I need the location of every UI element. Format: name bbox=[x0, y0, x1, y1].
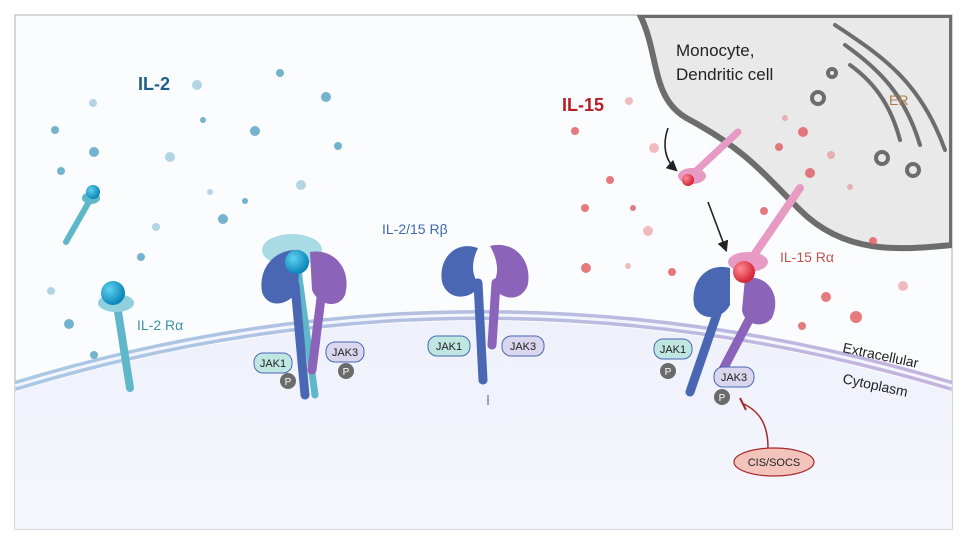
svg-text:JAK1: JAK1 bbox=[436, 341, 462, 353]
jak3-il2-complex: JAK3 P bbox=[325, 341, 365, 379]
il15-dot bbox=[798, 127, 808, 137]
arrow-transpresentation bbox=[707, 201, 729, 253]
il2-dot bbox=[192, 80, 202, 90]
il2-dot bbox=[242, 198, 248, 204]
il15-dot bbox=[898, 281, 908, 291]
il2-15-receptor-beta-gamma bbox=[441, 244, 529, 405]
il2-receptor-complex bbox=[261, 234, 347, 400]
jak1-il2-complex: JAK1 P bbox=[253, 352, 296, 389]
il15-dot bbox=[606, 176, 614, 184]
svg-text:JAK3: JAK3 bbox=[721, 372, 747, 384]
il2-dot bbox=[89, 99, 97, 107]
il2-receptor-alpha bbox=[98, 281, 134, 392]
inhibition-bar bbox=[739, 397, 747, 411]
il2-dot bbox=[57, 167, 65, 175]
svg-text:JAK3: JAK3 bbox=[332, 347, 358, 359]
il15-dot bbox=[581, 263, 591, 273]
il2-dot bbox=[90, 351, 98, 359]
il15-dot bbox=[798, 322, 806, 330]
il2-dot bbox=[296, 180, 306, 190]
il15-dot bbox=[775, 143, 783, 151]
il15-cytokine-dots bbox=[571, 97, 908, 330]
il15-dot bbox=[649, 143, 659, 153]
il15-dot bbox=[782, 115, 788, 121]
monocyte-label-line2: Dendritic cell bbox=[676, 65, 773, 84]
il2-dot bbox=[89, 147, 99, 157]
il15-dot bbox=[869, 237, 877, 245]
il15-dot bbox=[668, 268, 676, 276]
il2-dot bbox=[276, 69, 284, 77]
il15-receptor-alpha-dc bbox=[678, 128, 742, 186]
jak3-unbound: JAK3 bbox=[501, 335, 545, 357]
il15-dot bbox=[805, 168, 815, 178]
svg-text:JAK3: JAK3 bbox=[510, 341, 536, 353]
il2-dot bbox=[218, 214, 228, 224]
il15-dot bbox=[643, 226, 653, 236]
il2-dot bbox=[51, 126, 59, 134]
svg-text:P: P bbox=[285, 377, 292, 388]
svg-text:P: P bbox=[665, 367, 672, 378]
il2-dot bbox=[47, 287, 55, 295]
il15-dot bbox=[827, 151, 835, 159]
il2-title: IL-2 bbox=[138, 74, 170, 94]
il15-dot bbox=[625, 97, 633, 105]
svg-text:P: P bbox=[719, 393, 726, 404]
il15-dot bbox=[571, 127, 579, 135]
il2-dot bbox=[64, 319, 74, 329]
il15-dot bbox=[847, 184, 853, 190]
il2-dot bbox=[165, 152, 175, 162]
il2-dot bbox=[137, 253, 145, 261]
il15-dot bbox=[850, 311, 862, 323]
il2-dot bbox=[152, 223, 160, 231]
il2-dot bbox=[321, 92, 331, 102]
il15-dot bbox=[581, 204, 589, 212]
inhibition-line bbox=[743, 403, 769, 449]
il15-dot bbox=[630, 205, 636, 211]
dendritic-cell-body bbox=[636, 15, 952, 252]
il15-dot bbox=[625, 263, 631, 269]
il2-dot bbox=[207, 189, 213, 195]
monocyte-label-line1: Monocyte, bbox=[676, 41, 754, 60]
er-label: ER bbox=[889, 92, 908, 108]
cis-socs-badge bbox=[733, 447, 815, 477]
il2-ra-label: IL-2 Rα bbox=[137, 317, 183, 333]
il15-receptor-complex bbox=[685, 184, 804, 397]
il2-receptor-alpha-free bbox=[63, 185, 100, 245]
il15-ra-label: IL-15 Rα bbox=[780, 249, 834, 265]
arrow-monocyte-to-il15ra bbox=[664, 127, 678, 172]
jak1-il15-complex: JAK1 P bbox=[653, 338, 693, 379]
il2-15-rb-label: IL-2/15 Rβ bbox=[382, 221, 448, 237]
il15-title: IL-15 bbox=[562, 95, 604, 115]
cis-socs-label: CIS/SOCS bbox=[748, 457, 801, 469]
svg-text:JAK1: JAK1 bbox=[660, 344, 686, 356]
svg-text:JAK1: JAK1 bbox=[260, 358, 286, 370]
il2-dot bbox=[250, 126, 260, 136]
svg-text:P: P bbox=[343, 367, 350, 378]
il15-dot bbox=[821, 292, 831, 302]
il15-dot bbox=[760, 207, 768, 215]
il2-dot bbox=[200, 117, 206, 123]
jak3-il15-complex: JAK3 P bbox=[713, 366, 755, 405]
endoplasmic-reticulum-icon bbox=[810, 23, 947, 178]
il2-cytokine-dots bbox=[47, 69, 342, 359]
jak1-unbound: JAK1 bbox=[427, 335, 471, 357]
il2-dot bbox=[334, 142, 342, 150]
